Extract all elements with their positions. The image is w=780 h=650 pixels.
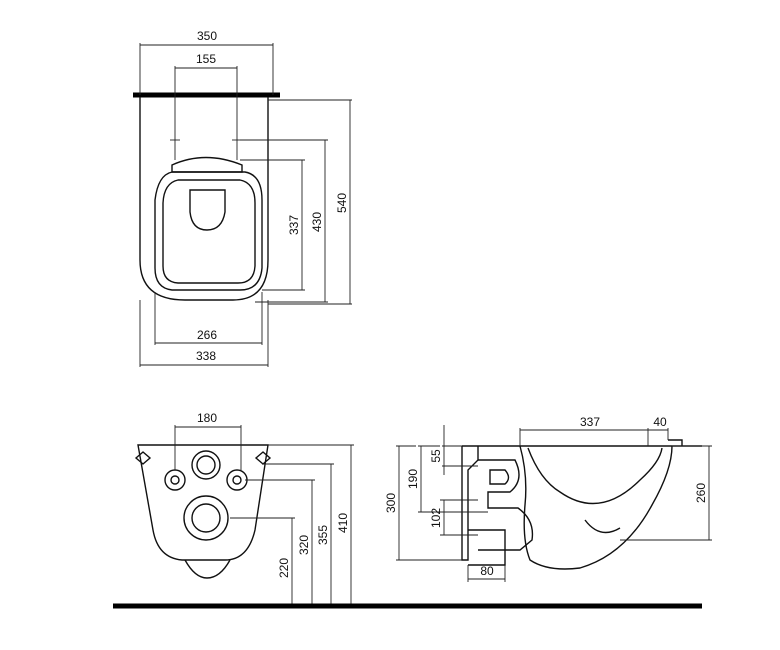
dim-depth: 337	[580, 415, 600, 429]
side-outlet-spigot	[468, 529, 506, 566]
dim-bolt-to-front: 430	[310, 212, 324, 232]
inlet-opening	[191, 450, 221, 480]
dim-seat-width: 266	[197, 328, 217, 342]
side-trap	[478, 459, 534, 551]
fixing-hole-left	[164, 469, 186, 491]
side-bowl-outline	[519, 445, 673, 570]
side-wall-flange	[461, 446, 479, 561]
side-inlet-channel	[489, 469, 510, 485]
dim-outlet-width: 80	[480, 564, 494, 578]
dim-rim-to-inlet: 55	[429, 449, 443, 463]
front-lower-trap	[184, 559, 231, 579]
bowl-opening	[189, 189, 226, 231]
dim-bolt-spacing: 155	[196, 52, 216, 66]
dim-fixing-height: 355	[316, 525, 330, 545]
dim-body-width: 338	[196, 349, 216, 363]
side-bowl-inner	[527, 447, 663, 505]
dim-top-width: 350	[197, 29, 217, 43]
side-view: 337 40 260 55 190 102 300	[384, 415, 712, 582]
seat-outline	[154, 171, 263, 291]
dim-rim-height: 410	[336, 513, 350, 533]
dim-rim-to-outlet: 190	[406, 469, 420, 489]
dim-front-height: 260	[694, 483, 708, 503]
dim-overall-height: 300	[384, 493, 398, 513]
seat-inner	[162, 179, 256, 284]
dim-overall-length: 540	[335, 193, 349, 213]
dim-fixing-spacing: 180	[197, 411, 217, 425]
dim-outlet-spacing: 102	[429, 508, 443, 528]
fixing-mark-left	[134, 451, 152, 465]
seat-hinge	[171, 156, 243, 173]
outlet-opening	[183, 495, 229, 541]
front-body-outline	[137, 444, 269, 561]
fixing-hole-right	[226, 469, 248, 491]
top-body-outline	[139, 97, 269, 301]
dim-inlet-height: 320	[297, 535, 311, 555]
dim-outlet-height: 220	[277, 558, 291, 578]
dim-wall-offset: 40	[653, 415, 667, 429]
fixing-mark-right	[254, 451, 272, 465]
top-view: 350 155 266 338 337 430 540	[133, 29, 352, 367]
side-water-line	[584, 519, 621, 534]
dim-bolt-to-bowl: 337	[287, 215, 301, 235]
side-front-lip	[668, 439, 683, 446]
front-view: 180 220 320 355 410	[134, 411, 354, 605]
